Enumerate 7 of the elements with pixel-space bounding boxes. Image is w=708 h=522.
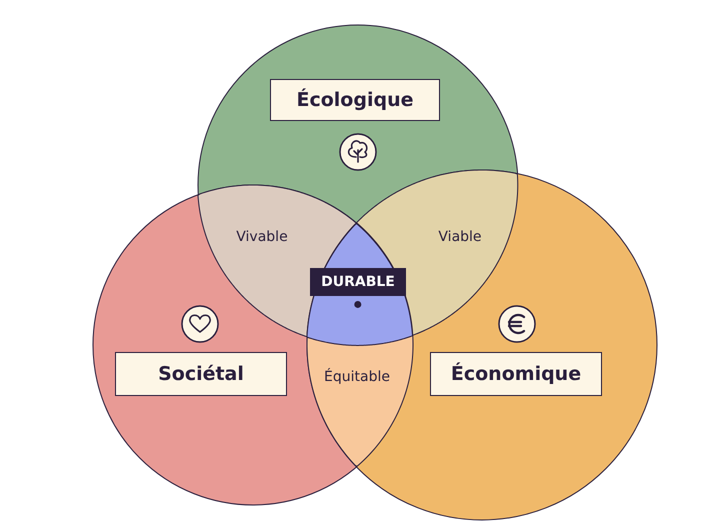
region-label: Équitable [324,368,390,385]
region-label: Vivable [236,228,288,245]
region-label: Viable [438,228,482,245]
center-tag: DURABLE [310,268,406,296]
heading-label: Sociétal [115,352,287,396]
heading-label: Écologique [270,79,440,121]
heading-label: Économique [430,352,602,396]
